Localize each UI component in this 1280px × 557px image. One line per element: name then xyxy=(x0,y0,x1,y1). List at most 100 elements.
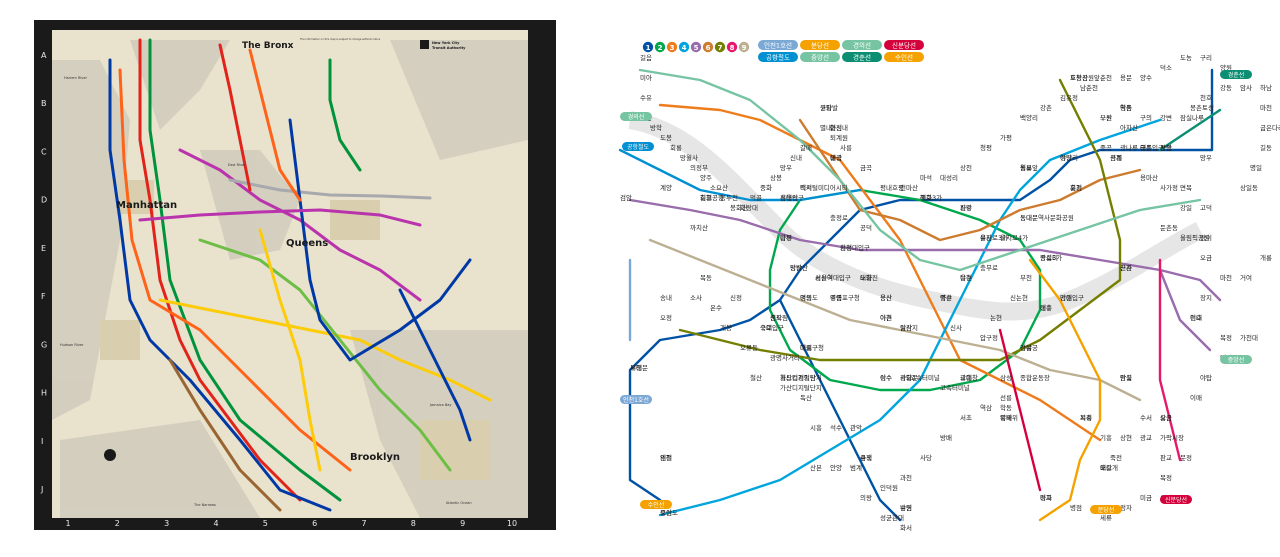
legend-line-2-label: 2 xyxy=(658,44,663,52)
station-euljiro3ga: 을지로3가 xyxy=(980,233,1008,242)
station-yongmasan: 용마산 xyxy=(1140,173,1158,182)
station-sungshin: 성신여대입구 xyxy=(815,273,851,282)
station-godeok: 고덕 xyxy=(1200,203,1212,212)
seoul-bg xyxy=(600,0,1280,557)
station-achasan: 아차산 xyxy=(1120,123,1138,132)
line-purple-flushing xyxy=(138,208,422,227)
legend-line-1-icon xyxy=(642,41,654,53)
line-badge-gyeongchun xyxy=(1220,70,1252,79)
station-banghak: 방학 xyxy=(650,123,662,132)
station-hwajeong: 화정 xyxy=(830,123,842,132)
station-wollong: 월롱 xyxy=(1020,163,1032,172)
line-blue-queens xyxy=(288,118,472,362)
station-seocho: 서초 xyxy=(960,413,972,422)
col-label-7: 7 xyxy=(361,519,366,528)
station-jeongbalsan: 정발산 xyxy=(790,263,808,272)
line-8 xyxy=(1158,258,1182,462)
station-moran: 모란 xyxy=(1100,464,1112,472)
station-sosa: 소사 xyxy=(690,293,702,302)
line-9 xyxy=(648,238,1142,402)
station-bokjeong2: 복정 xyxy=(1160,473,1172,482)
station-meokgol: 먹골 xyxy=(750,193,762,202)
station-mapo: 마포 xyxy=(1040,493,1052,502)
station-cheolsan: 철산 xyxy=(750,373,762,382)
brooklyn-label: Brooklyn xyxy=(350,452,400,463)
station-gimpo: 김포공항 xyxy=(700,193,724,202)
line-lime xyxy=(198,238,452,472)
station-songnae: 송내 xyxy=(660,293,672,302)
legend-line-3-label: 3 xyxy=(670,44,675,52)
line-badge-airport xyxy=(622,142,654,151)
station-gusan: 구산 xyxy=(1100,113,1112,122)
station-yeongdeungpo_gu: 영등포구청 xyxy=(830,293,860,302)
station-mangu2: 망우 xyxy=(780,163,792,172)
legend-line-4-label: 4 xyxy=(682,44,687,52)
row-label-F: F xyxy=(41,292,46,301)
station-gyodae: 교대 xyxy=(960,374,972,382)
station-dongdaemun2: 동대문 xyxy=(1020,214,1038,222)
station-susaek: 수색 xyxy=(860,453,872,462)
line-badge-label-gyeongui: 경의선 xyxy=(628,113,645,121)
station-oksu: 옥수 xyxy=(960,274,972,282)
station-guui: 구의 xyxy=(1140,113,1152,122)
station-bucheon: 부천 xyxy=(1020,273,1032,282)
station-mapogu: 마포구청 xyxy=(800,343,824,352)
legend-named-line-label-6: 경춘선 xyxy=(853,53,871,62)
legend-line-9-label: 9 xyxy=(742,44,747,52)
station-dongmyo: 동묘앞 xyxy=(1020,164,1038,172)
station-hoehyeon: 회현 xyxy=(700,194,712,202)
seoul-lines xyxy=(618,68,1222,522)
station-junggok: 중곡 xyxy=(1100,144,1112,152)
legend-line-7-label: 7 xyxy=(718,44,723,52)
row-label-C: C xyxy=(41,147,47,156)
station-gubeundari: 굽은다리 xyxy=(1260,123,1280,132)
legend-named-line-3 xyxy=(884,40,924,50)
station-pangyo: 판교 xyxy=(1160,453,1172,462)
station-jukjeon: 죽전 xyxy=(1110,453,1122,462)
station-kkachisan: 까치산 xyxy=(690,223,708,232)
station-mangwolsa: 망월사 xyxy=(680,153,698,162)
station-cheonmasan: 천마산 xyxy=(900,183,918,192)
jfk-area xyxy=(420,420,490,480)
station-gangchon: 강촌 xyxy=(1040,103,1052,112)
col-label-6: 6 xyxy=(312,519,317,528)
station-bokjeong3: 복정 xyxy=(1220,333,1232,342)
station-suseo: 수서 xyxy=(1140,413,1152,422)
legend-named-line-label-1: 분당선 xyxy=(811,41,829,50)
station-yangwon: 양원 xyxy=(1220,63,1232,72)
authority-line1: New York City xyxy=(432,41,460,45)
line-badge-label-sinbundang: 신분당선 xyxy=(1165,496,1187,504)
station-namyeong: 남영 xyxy=(900,503,912,512)
station-gwanghwamun: 광화문 xyxy=(900,374,918,382)
station-ojeong: 오정 xyxy=(660,313,672,322)
station-gangnam: 강남 xyxy=(1020,343,1032,352)
station-geumgok: 금곡 xyxy=(860,164,872,172)
row-label-H: H xyxy=(41,389,47,398)
line-gyeongui xyxy=(638,68,1202,272)
station-myeonmok: 면목 xyxy=(1180,183,1192,192)
station-sinnae: 신내 xyxy=(790,153,802,162)
station-changdong: 창동 xyxy=(1120,104,1132,112)
station-samsong: 삼송 xyxy=(1160,413,1172,422)
station-yongmun: 용문 xyxy=(1120,74,1132,82)
station-beomgye: 범계 xyxy=(850,463,862,472)
station-gimyujeong: 김유정 xyxy=(1060,93,1078,102)
station-gyeyang: 계양 xyxy=(660,183,672,192)
header-note: The information on this map is subject t… xyxy=(300,37,381,41)
legend-named-line-label-2: 경의선 xyxy=(853,41,871,50)
station-mia: 미아 xyxy=(640,73,652,82)
line-badge-label-gyeongchun: 경춘선 xyxy=(1228,71,1245,79)
mta-logo xyxy=(420,40,429,49)
station-geumneung: 금릉 xyxy=(1110,154,1122,162)
line-2 xyxy=(768,188,1042,392)
station-chungmuro: 충무로 xyxy=(980,263,998,272)
line-badge-gyeongui xyxy=(620,112,652,121)
station-seolleung: 선릉 xyxy=(1000,393,1012,402)
flushing-park xyxy=(330,200,380,240)
station-geumchon: 금촌 xyxy=(1140,143,1152,152)
col-label-5: 5 xyxy=(263,519,268,528)
